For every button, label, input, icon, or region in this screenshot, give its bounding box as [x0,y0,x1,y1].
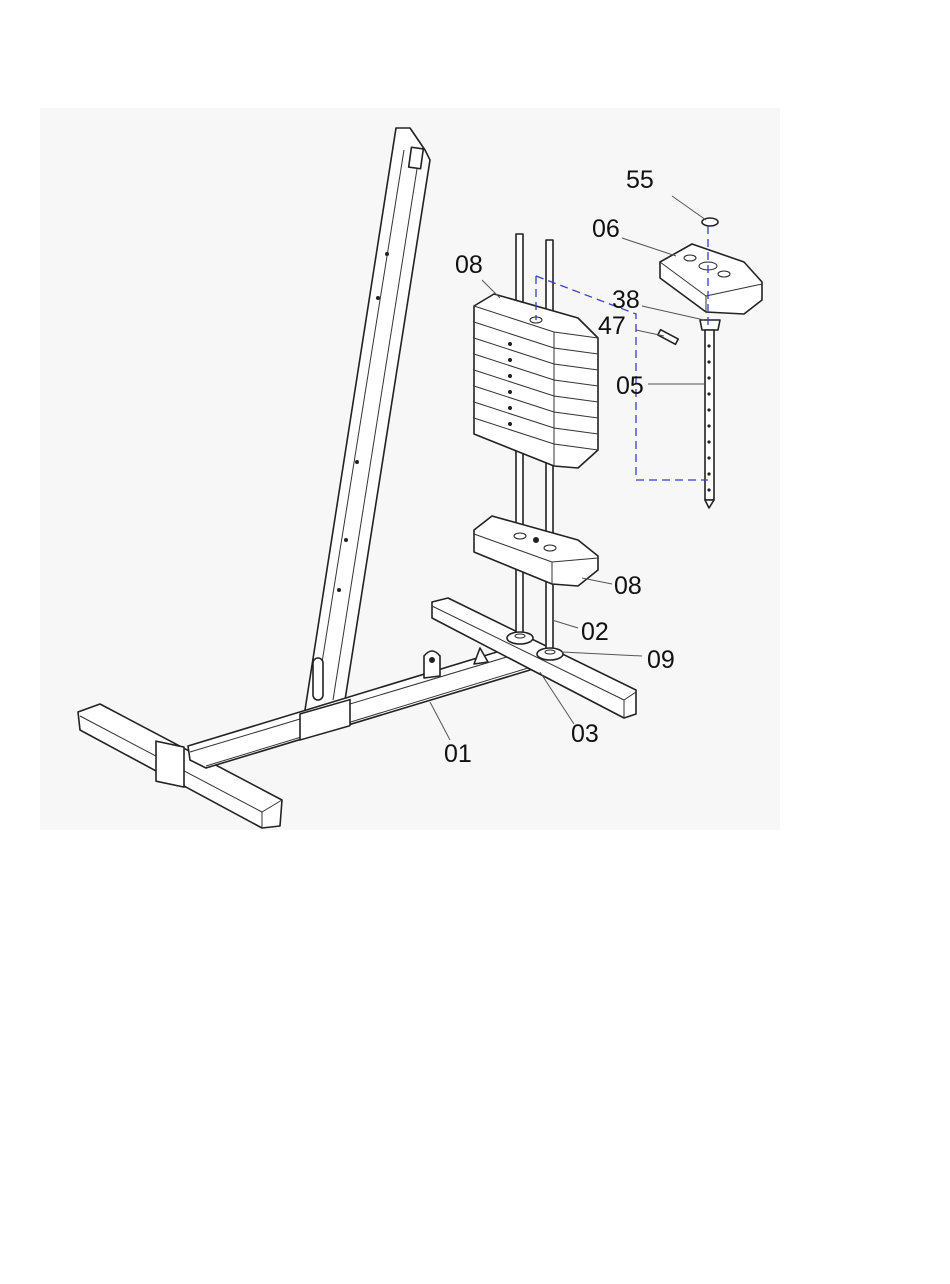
label-09: 09 [647,646,675,674]
label-08-top: 08 [455,251,483,279]
label-08-bottom: 08 [614,572,642,600]
label-55: 55 [626,166,654,194]
weight-stack [474,294,598,468]
label-03: 03 [571,720,599,748]
label-05: 05 [616,372,644,400]
label-06: 06 [592,215,620,243]
label-01: 01 [444,740,472,768]
label-02: 02 [581,618,609,646]
label-47: 47 [598,312,626,340]
label-38: 38 [612,286,640,314]
